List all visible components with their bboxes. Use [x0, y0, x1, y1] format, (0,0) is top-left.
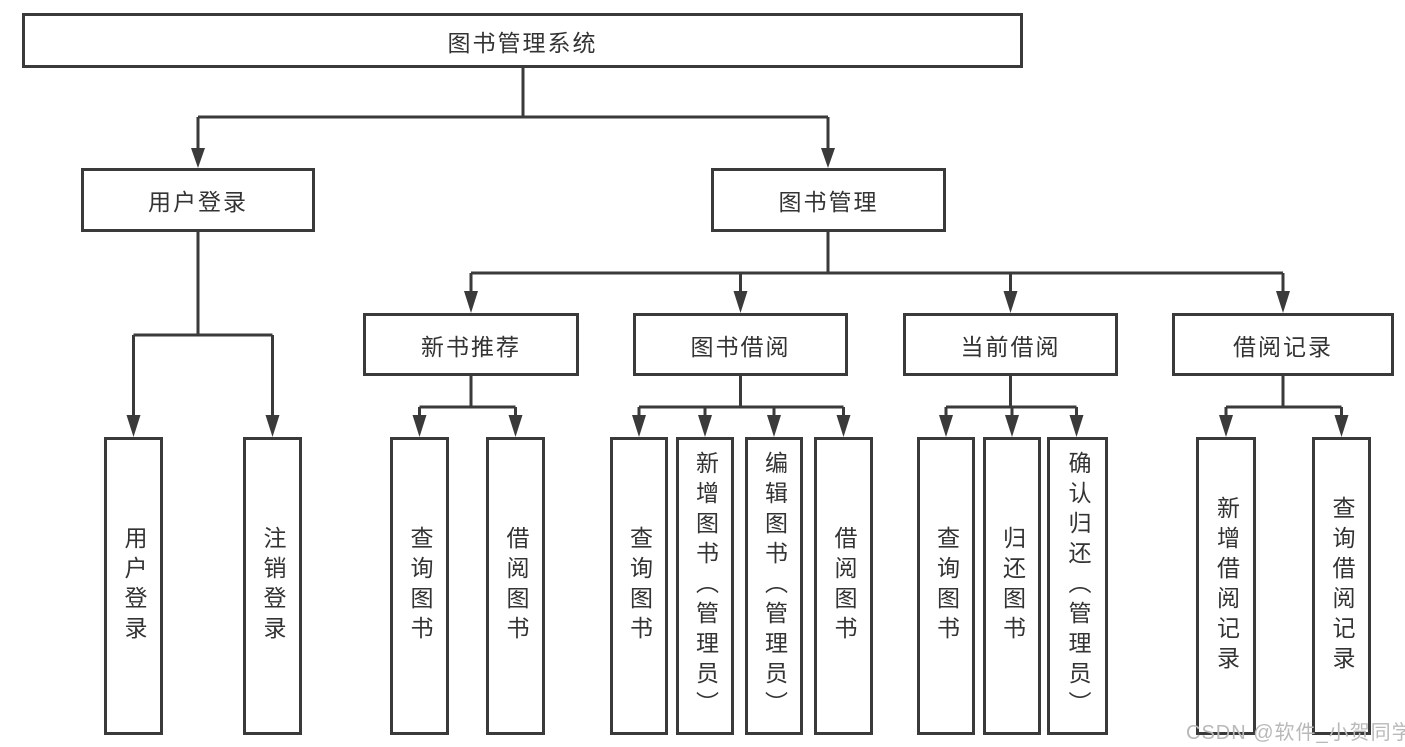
leaf-user-login-label: 用户登录	[121, 526, 147, 646]
node-book-management: 图书管理	[711, 168, 946, 232]
node-user-login-label: 用户登录	[148, 189, 248, 215]
leaf-query-books-current-label: 查询图书	[933, 526, 960, 646]
leaf-query-books-recommend-label: 查询图书	[407, 526, 433, 646]
leaf-borrow-books-label: 借阅图书	[831, 526, 857, 646]
leaf-add-book-admin-label: 新增图书（管理员）	[692, 451, 719, 721]
connector-current-borrow-children	[944, 376, 1078, 420]
leaf-logout: 注销登录	[243, 437, 302, 735]
node-book-borrowing: 图书借阅	[633, 313, 848, 376]
node-user-login: 用户登录	[81, 168, 315, 232]
node-new-book-recommendation: 新书推荐	[363, 313, 579, 376]
leaf-add-borrow-record: 新增借阅记录	[1196, 437, 1256, 735]
node-new-book-recommendation-label: 新书推荐	[421, 333, 521, 360]
leaf-add-book-admin: 新增图书（管理员）	[676, 437, 734, 735]
leaf-edit-book-admin: 编辑图书（管理员）	[745, 437, 803, 735]
connector-book-management-children	[469, 232, 1285, 296]
leaf-add-borrow-record-label: 新增借阅记录	[1213, 496, 1240, 676]
leaf-query-books-current: 查询图书	[917, 437, 975, 735]
leaf-logout-label: 注销登录	[260, 526, 286, 646]
csdn-watermark: CSDN @软件_小贺同学	[1186, 722, 1405, 744]
node-root-label: 图书管理系统	[447, 29, 598, 56]
leaf-return-books-label: 归还图书	[999, 526, 1026, 646]
leaf-confirm-return-admin: 确认归还（管理员）	[1047, 437, 1108, 735]
node-book-borrowing-label: 图书借阅	[690, 333, 791, 360]
node-book-management-label: 图书管理	[778, 189, 879, 215]
leaf-borrow-books-recommend-label: 借阅图书	[503, 526, 529, 646]
leaf-query-borrow-record: 查询借阅记录	[1312, 437, 1371, 735]
leaf-confirm-return-admin-label: 确认归还（管理员）	[1065, 451, 1091, 721]
connector-book-borrow-children	[637, 376, 845, 420]
leaf-query-books-recommend: 查询图书	[390, 437, 449, 735]
leaf-user-login: 用户登录	[104, 437, 163, 735]
leaf-borrow-books: 借阅图书	[814, 437, 873, 735]
leaf-query-borrow-record-label: 查询借阅记录	[1329, 496, 1355, 676]
node-current-borrowing-label: 当前借阅	[960, 333, 1061, 360]
node-current-borrowing: 当前借阅	[903, 313, 1118, 376]
leaf-edit-book-admin-label: 编辑图书（管理员）	[761, 451, 788, 721]
connector-borrow-records-children	[1224, 376, 1343, 420]
connector-root-to-level2	[196, 68, 830, 152]
node-borrowing-records-label: 借阅记录	[1233, 333, 1333, 360]
node-root: 图书管理系统	[22, 13, 1023, 68]
leaf-borrow-books-recommend: 借阅图书	[486, 437, 545, 735]
leaf-return-books: 归还图书	[983, 437, 1041, 735]
node-borrowing-records: 借阅记录	[1172, 313, 1394, 376]
connector-new-book-children	[418, 376, 517, 420]
connector-user-login-children	[132, 232, 274, 420]
leaf-query-books-borrow-label: 查询图书	[626, 526, 653, 646]
leaf-query-books-borrow: 查询图书	[610, 437, 668, 735]
